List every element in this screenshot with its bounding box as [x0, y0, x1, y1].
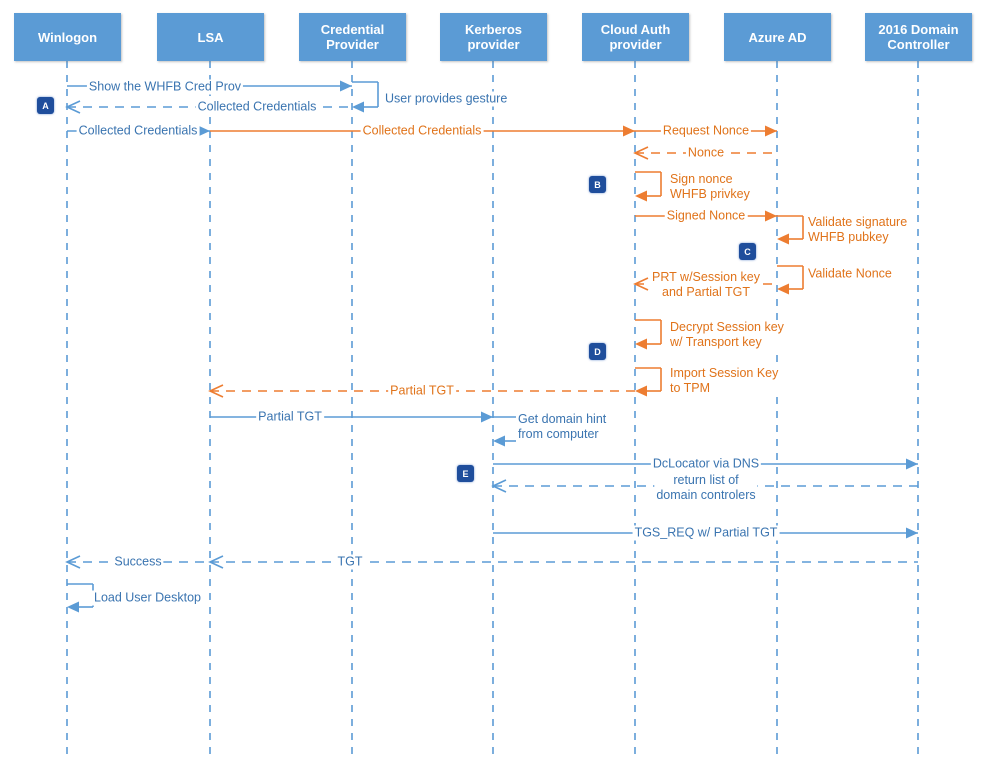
message-label-get-domain-hint: Get domain hint from computer [516, 412, 609, 442]
arrowhead [777, 283, 789, 295]
actor-header-cloud-auth-provider[interactable]: Cloud Auth provider [582, 13, 689, 61]
actor-header-credential-provider[interactable]: Credential Provider [299, 13, 406, 61]
arrowhead [906, 458, 918, 470]
message-label-prt-with-session-key: PRT w/Session key and Partial TGT [650, 270, 762, 300]
arrowhead [765, 210, 777, 222]
arrowhead [906, 527, 918, 539]
arrowhead [635, 385, 647, 397]
arrowhead [67, 601, 79, 613]
actor-label: Winlogon [37, 29, 98, 45]
actor-header-domain-controller[interactable]: 2016 Domain Controller [865, 13, 972, 61]
arrowhead [635, 338, 647, 350]
message-label-tgs-req-with-partial-tgt: TGS_REQ w/ Partial TGT [632, 525, 780, 541]
message-label-tgt-return: TGT [335, 554, 365, 570]
message-label-sign-nonce: Sign nonce WHFB privkey [668, 172, 752, 202]
arrowhead [777, 233, 789, 245]
arrowhead [765, 125, 777, 137]
message-label-validate-nonce: Validate Nonce [806, 266, 894, 282]
arrowhead [208, 384, 224, 398]
message-label-collected-credentials-return: Collected Credentials [195, 99, 319, 115]
message-label-load-user-desktop: Load User Desktop [92, 590, 204, 606]
arrowhead [491, 479, 507, 493]
step-marker-a[interactable]: A [37, 97, 54, 114]
actor-header-lsa[interactable]: LSA [157, 13, 264, 61]
message-label-show-whfb-cred-prov: Show the WHFB Cred Prov [86, 79, 244, 95]
message-label-collected-credentials-to-lsa: Collected Credentials [76, 123, 200, 139]
message-label-signed-nonce: Signed Nonce [664, 208, 748, 224]
arrowhead [208, 555, 224, 569]
message-label-decrypt-session-key: Decrypt Session key w/ Transport key [668, 320, 786, 350]
actor-label: LSA [197, 29, 224, 45]
actor-label: Azure AD [748, 29, 807, 45]
arrowhead [493, 435, 505, 447]
arrowhead [65, 555, 81, 569]
message-label-success: Success [112, 554, 164, 570]
message-label-dclocator-via-dns: DcLocator via DNS [650, 456, 762, 472]
arrowhead [340, 80, 352, 92]
message-label-user-provides-gesture: User provides gesture [383, 91, 510, 107]
actor-label: Credential Provider [320, 22, 385, 52]
message-label-import-session-key: Import Session Key to TPM [668, 366, 781, 396]
actor-label: 2016 Domain Controller [878, 22, 959, 52]
step-marker-d[interactable]: D [589, 343, 606, 360]
arrowhead [65, 100, 81, 114]
arrowhead [633, 146, 649, 160]
message-label-return-list-of-domain-controllers: return list of domain controlers [654, 473, 758, 503]
arrowhead [635, 190, 647, 202]
step-marker-e[interactable]: E [457, 465, 474, 482]
actor-header-kerberos-provider[interactable]: Kerberos provider [440, 13, 547, 61]
arrowhead [481, 411, 493, 423]
arrowhead [623, 125, 635, 137]
message-label-validate-signature: Validate signature WHFB pubkey [806, 215, 910, 245]
actor-header-winlogon[interactable]: Winlogon [14, 13, 121, 61]
actor-label: Kerberos provider [464, 22, 523, 52]
step-marker-b[interactable]: B [589, 176, 606, 193]
arrowhead [633, 277, 649, 291]
message-label-nonce: Nonce [685, 145, 727, 161]
actor-header-azure-ad[interactable]: Azure AD [724, 13, 831, 61]
message-label-partial-tgt-return: Partial TGT [388, 383, 456, 399]
message-label-partial-tgt-to-kerberos: Partial TGT [256, 409, 324, 425]
arrowhead [198, 125, 210, 137]
step-marker-c[interactable]: C [739, 243, 756, 260]
message-label-collected-credentials-to-cloud-auth: Collected Credentials [360, 123, 484, 139]
arrowhead [352, 101, 364, 113]
actor-label: Cloud Auth provider [600, 22, 671, 52]
message-label-request-nonce: Request Nonce [660, 123, 752, 139]
